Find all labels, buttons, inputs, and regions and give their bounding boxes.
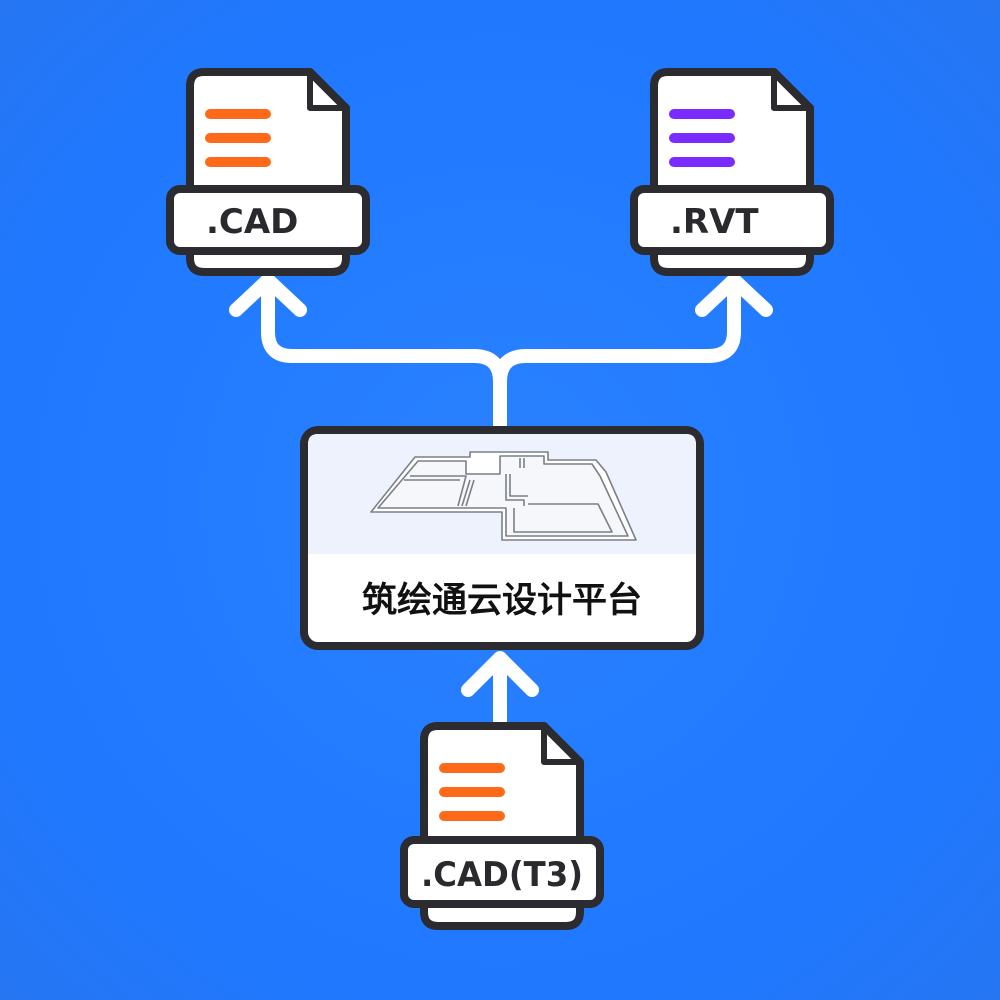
file-label-cad-t3: .CAD(T3) <box>421 855 583 895</box>
lines-icon <box>439 763 505 821</box>
file-cad-t3: .CAD(T3) <box>400 722 604 930</box>
file-label-cad: .CAD <box>206 202 298 242</box>
floor-plan-icon <box>370 451 637 541</box>
file-label-rvt: .RVT <box>670 202 759 242</box>
lines-icon <box>669 109 735 167</box>
file-label-box <box>630 185 834 255</box>
file-label-box <box>166 185 370 255</box>
file-fold <box>771 72 810 111</box>
platform-card: 筑绘通云设计平台 <box>300 426 704 650</box>
file-fold <box>541 726 580 765</box>
arrowhead-to-cad <box>229 273 307 317</box>
file-cad: .CAD <box>166 68 370 276</box>
arrowhead-to-platform <box>461 651 539 697</box>
arrowhead-to-rvt <box>695 273 773 317</box>
file-rvt: .RVT <box>630 68 834 276</box>
branch-connector-right <box>493 277 741 389</box>
platform-title: 筑绘通云设计平台 <box>362 581 642 621</box>
file-label-box <box>400 836 604 908</box>
connector-arrows <box>229 273 773 729</box>
file-fold <box>307 72 346 111</box>
lines-icon <box>205 109 271 167</box>
